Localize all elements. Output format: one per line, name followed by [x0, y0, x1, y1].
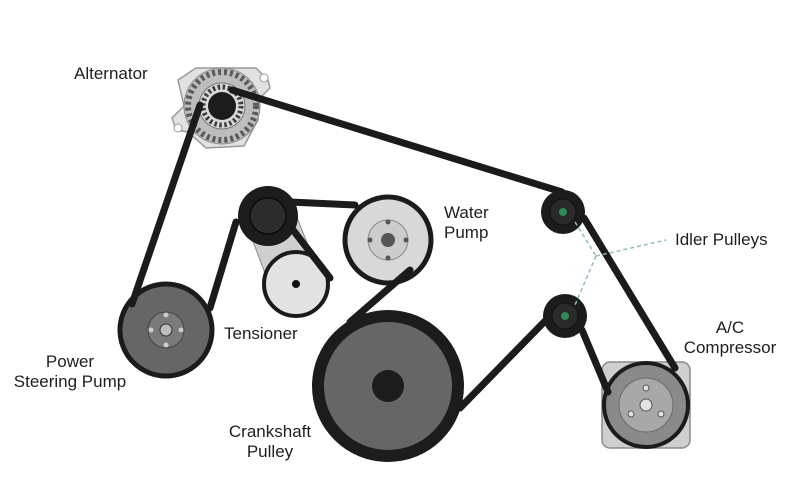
belt-segment	[206, 218, 240, 312]
label-power-steering-line: Steering Pump	[13, 372, 127, 391]
power-steering-bolt	[163, 312, 169, 318]
label-crankshaft-pulley: Crankshaft Pulley	[210, 422, 330, 462]
ac-compressor	[601, 361, 691, 449]
label-crankshaft-line: Crankshaft	[228, 422, 312, 441]
label-ac-compressor: A/C Compressor	[660, 318, 800, 358]
label-tensioner: Tensioner	[224, 324, 298, 343]
tensioner-drive-pulley	[238, 186, 298, 246]
water-pump-bolt	[385, 255, 391, 261]
power-steering-center	[159, 323, 173, 337]
label-power-steering-line: Power	[45, 352, 95, 371]
alternator-mount-hole	[259, 73, 269, 83]
tensioner-drive-inner	[249, 197, 287, 235]
water-pump-bolt	[403, 237, 409, 243]
serpentine-belt	[128, 86, 679, 412]
ac-compressor-bolt	[657, 410, 665, 418]
belt-segment	[228, 86, 566, 196]
label-ac-compressor-line: Compressor	[683, 338, 777, 357]
label-crankshaft-line: Pulley	[246, 442, 294, 461]
water-pump-bolt	[367, 237, 373, 243]
crankshaft-center	[372, 370, 404, 402]
belt-segment	[128, 101, 204, 308]
leader-line	[595, 239, 667, 257]
power-steering-bolt	[163, 342, 169, 348]
idler-pulley-bottom-hub	[561, 312, 569, 320]
ac-compressor-center	[639, 398, 653, 412]
water-pump-bolt	[385, 219, 391, 225]
water-pump	[342, 194, 434, 286]
ac-compressor-bolt	[627, 410, 635, 418]
tensioner-bolt	[292, 280, 300, 288]
power-steering-bolt	[178, 327, 184, 333]
alternator-pulley	[208, 92, 236, 120]
label-idler-pulleys: Idler Pulleys	[675, 230, 768, 249]
belt-segment	[346, 266, 414, 326]
power-steering-bolt	[148, 327, 154, 333]
belt-segment	[456, 314, 552, 412]
belt-segment	[578, 326, 612, 396]
label-power-steering-pump: Power Steering Pump	[0, 352, 140, 392]
crankshaft-pulley	[312, 310, 464, 462]
power-steering-pump	[117, 281, 215, 379]
alternator	[171, 67, 271, 149]
water-pump-center	[381, 233, 395, 247]
label-ac-compressor-line: A/C	[715, 318, 745, 337]
idler-pulley-top-hub	[559, 208, 567, 216]
belt-segment	[286, 222, 334, 282]
ac-compressor-bolt	[642, 384, 650, 392]
label-alternator: Alternator	[74, 64, 148, 83]
idler-leader-lines	[574, 221, 667, 306]
idler-pulley-bottom	[543, 294, 587, 338]
label-water-pump-line: Pump	[444, 223, 489, 242]
alternator-vents	[185, 69, 259, 143]
label-water-pump: Water Pump	[444, 203, 489, 243]
alternator-mount-hole	[173, 123, 183, 133]
idler-pulley-top	[541, 190, 585, 234]
belt-segment	[580, 214, 679, 372]
alternator-fins	[200, 84, 244, 128]
label-water-pump-line: Water	[444, 203, 489, 222]
leader-line	[574, 255, 597, 306]
belt-segment	[286, 198, 359, 209]
